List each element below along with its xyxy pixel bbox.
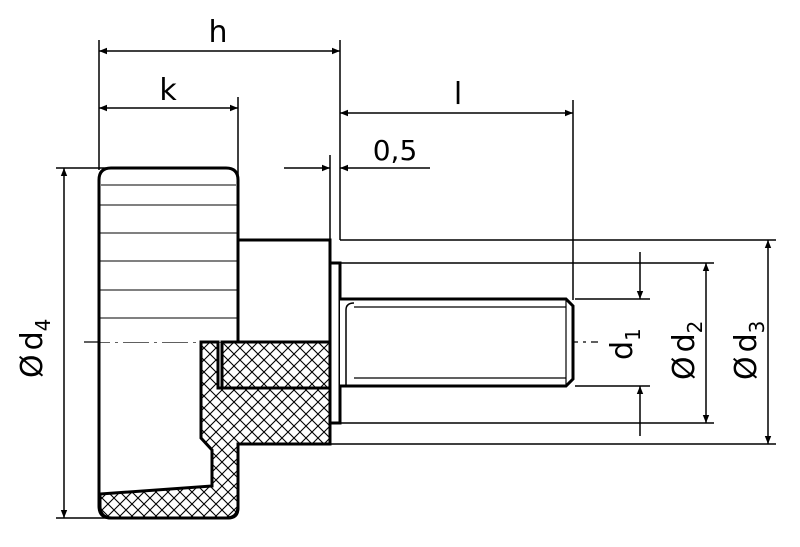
svg-text:Ød4: Ød4 (15, 319, 55, 378)
label-k: k (159, 73, 177, 108)
svg-text:Ød3: Ød3 (729, 321, 769, 380)
label-d1: d1 (605, 328, 645, 360)
threaded-shaft (340, 297, 575, 388)
label-d4: Ød4 (15, 319, 55, 378)
svg-text:Ød2: Ød2 (667, 321, 707, 380)
svg-text:d1: d1 (605, 328, 645, 360)
metal-insert (220, 238, 342, 425)
label-d2: Ød2 (667, 321, 707, 380)
dimension-lines (60, 47, 772, 518)
label-gap: 0,5 (373, 134, 418, 167)
label-h: h (208, 15, 227, 50)
knob-head (97, 166, 332, 520)
label-d3: Ød3 (729, 321, 769, 380)
label-l: l (454, 77, 462, 112)
